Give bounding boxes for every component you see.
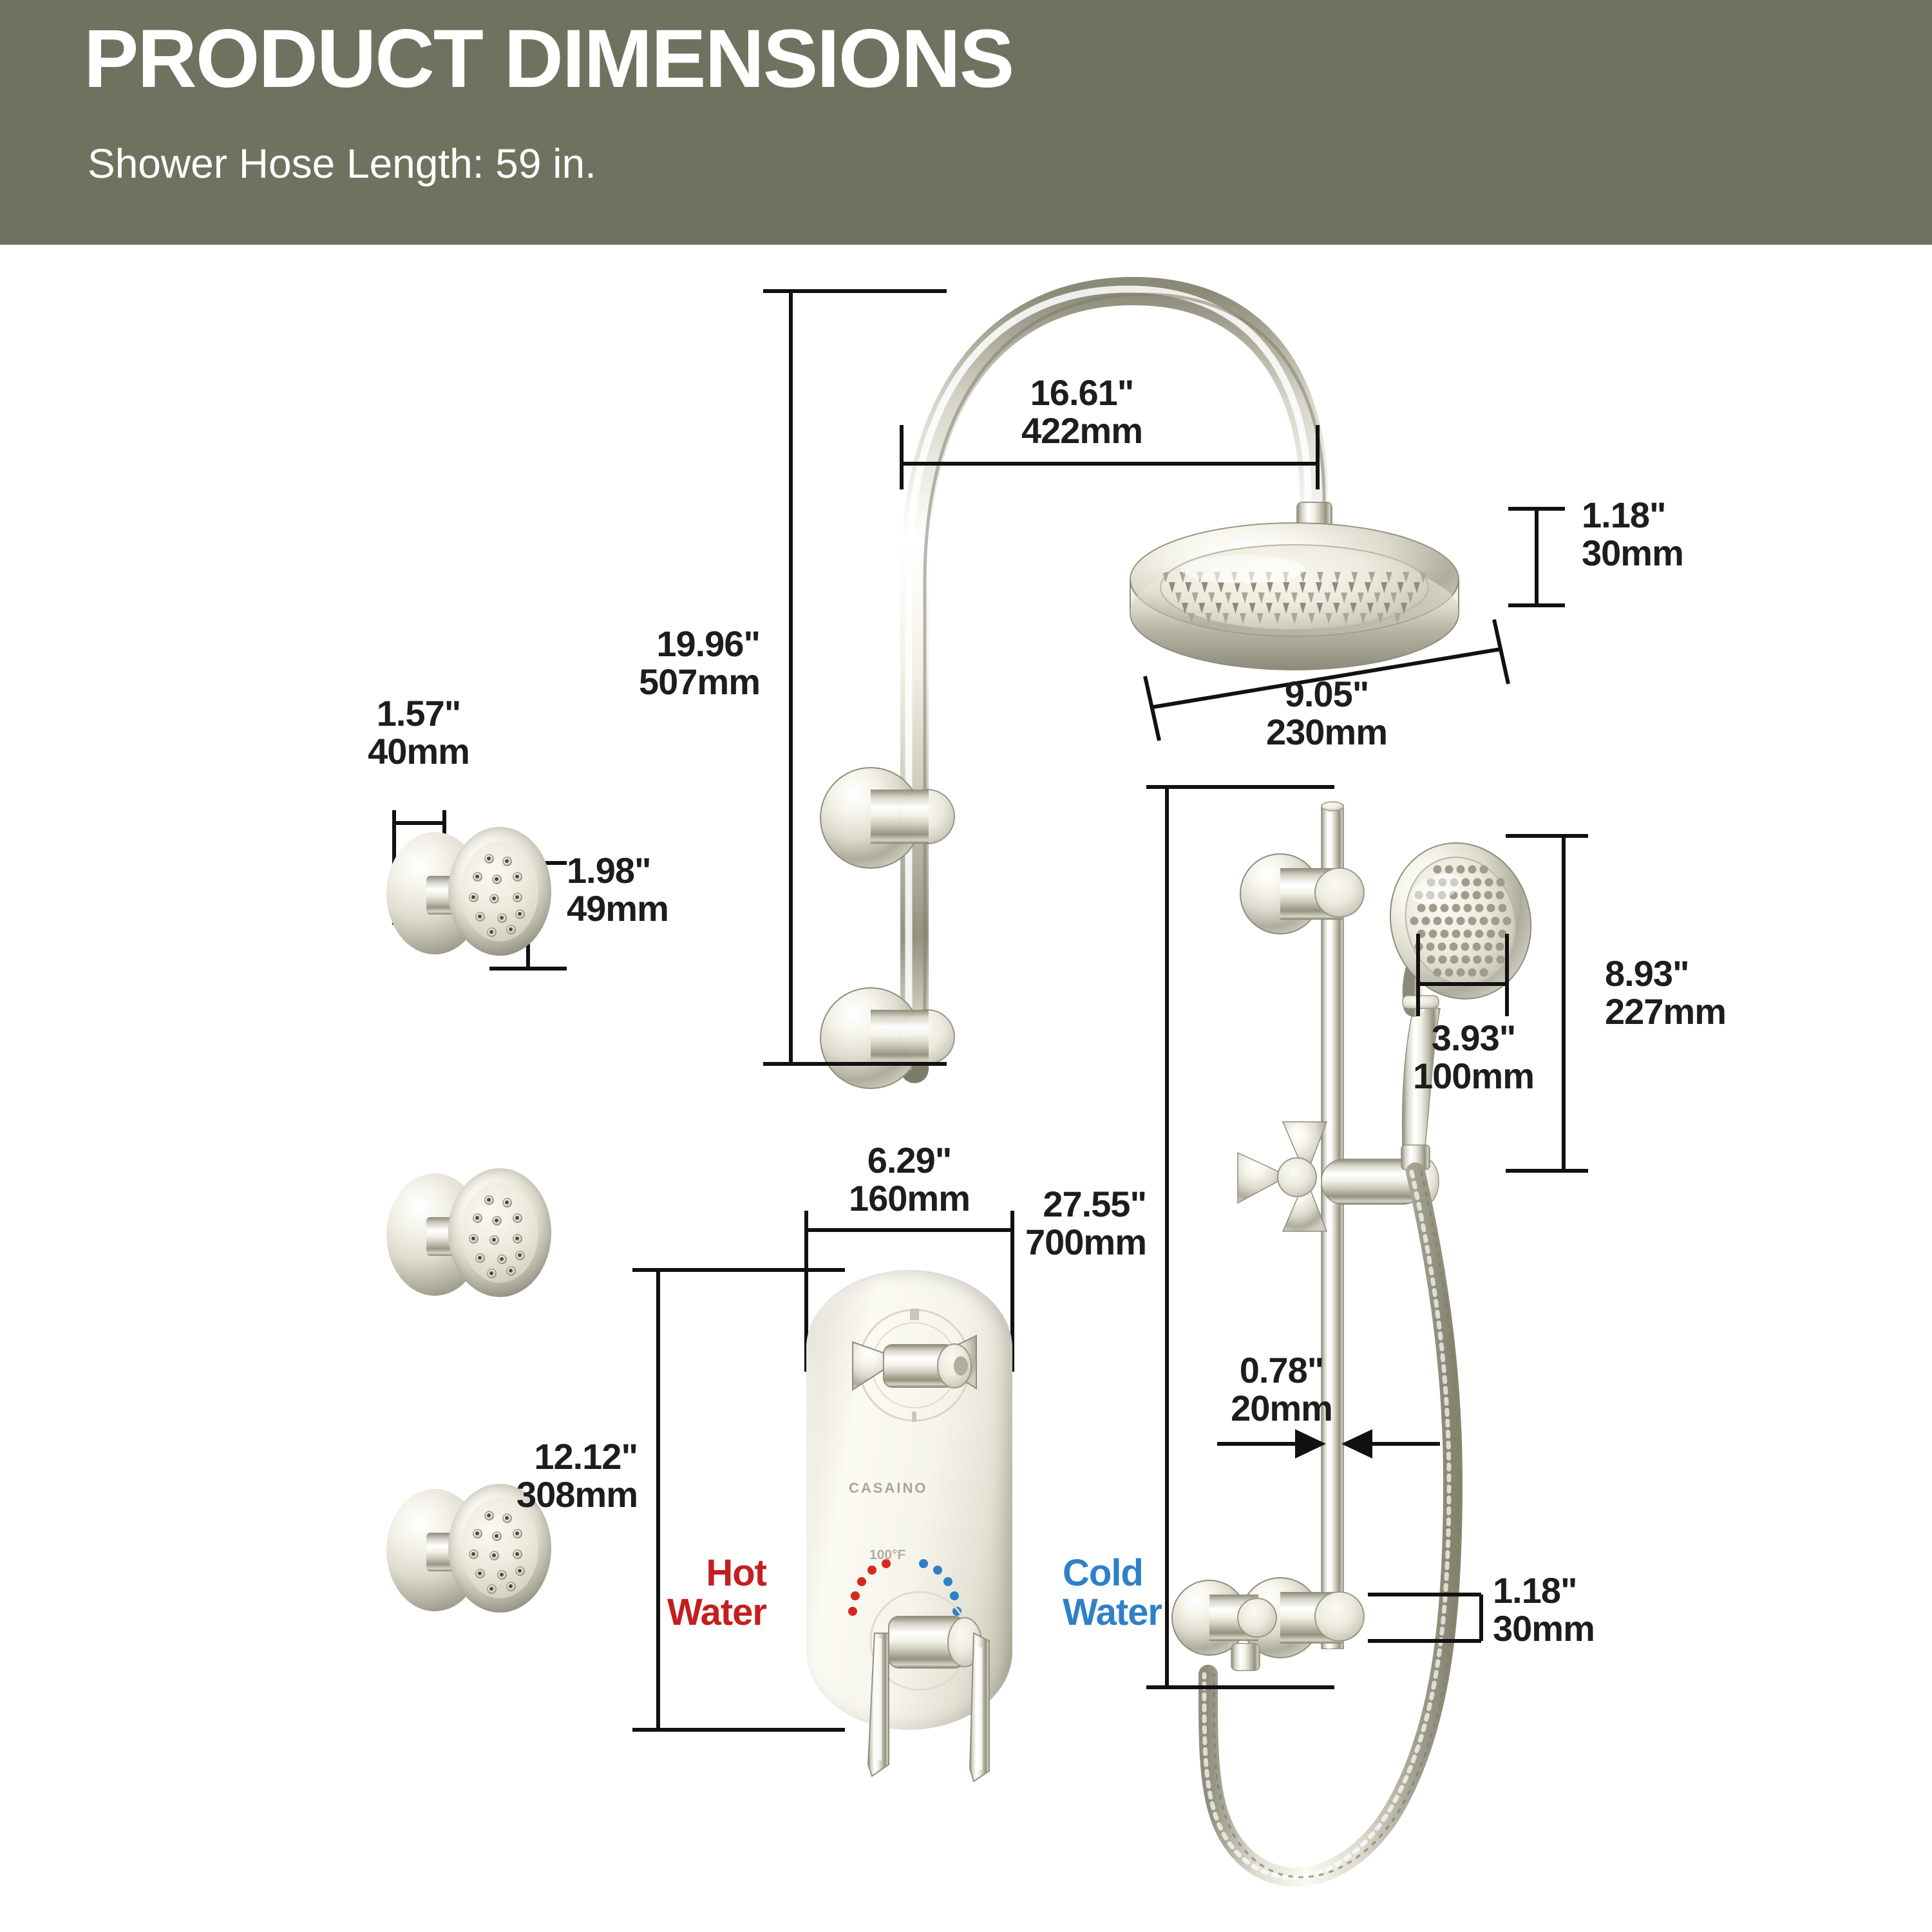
body-jet-middle: [386, 1159, 554, 1307]
dim-label-bodyjet-diameter: 1.98"49mm: [567, 850, 669, 929]
cold-temperature-dots: [913, 1558, 990, 1629]
hand-shower-holder: [1237, 1121, 1439, 1232]
hand-shower: [1389, 842, 1532, 1170]
dim-label-slidebar-diameter: 0.78"20mm: [1231, 1350, 1333, 1429]
slidebar-diameter-arrows: [1217, 1429, 1440, 1459]
dim-label-bodyjet-depth: 1.57"40mm: [368, 693, 470, 772]
slide-bar: [1321, 801, 1344, 1649]
rain-shower-head: [1130, 522, 1459, 670]
hot-temperature-dots: [824, 1558, 902, 1629]
dim-label-valve-width: 6.29"160mm: [848, 1140, 971, 1219]
brand-mark: CASAINO: [849, 1480, 928, 1496]
dim-label-handheld-length: 8.93"227mm: [1605, 953, 1727, 1032]
body-jet-lower: [386, 1475, 554, 1623]
header-band: PRODUCT DIMENSIONS Shower Hose Length: 5…: [0, 0, 1932, 245]
dim-label-valve-height: 12.12"308mm: [516, 1436, 638, 1515]
shower-hose: [1198, 1162, 1463, 1887]
hand-shower-nozzles: [1410, 865, 1511, 977]
diverter-cross-handle: [792, 1294, 1037, 1436]
temperature-lever-handle: [792, 1571, 1050, 1784]
dim-label-arm-height: 19.96"507mm: [638, 623, 761, 703]
page-title: PRODUCT DIMENSIONS: [84, 13, 1014, 105]
slide-bar-bracket-upper: [1240, 853, 1365, 934]
arm-wall-flange-lower: [820, 987, 955, 1089]
header-subtitle: Shower Hose Length: 59 in.: [88, 140, 596, 187]
temperature-mark: 100°F: [869, 1548, 906, 1562]
dim-label-slidebar-height: 27.55"700mm: [1025, 1184, 1147, 1263]
dim-label-rainhead-diameter: 9.05"230mm: [1265, 674, 1388, 753]
dim-label-arm-reach: 16.61"422mm: [1021, 372, 1143, 451]
arm-wall-flange-upper: [820, 767, 955, 869]
dim-label-handheld-diameter: 3.93"100mm: [1412, 1018, 1535, 1097]
dim-label-bracket-diameter: 1.18"30mm: [1493, 1570, 1595, 1649]
body-jet-upper: [386, 818, 554, 966]
holder-cross-handle: [1237, 1121, 1328, 1232]
rain-head-nozzles: [1162, 572, 1426, 624]
dim-label-rainhead-thickness: 1.18"30mm: [1582, 495, 1684, 574]
